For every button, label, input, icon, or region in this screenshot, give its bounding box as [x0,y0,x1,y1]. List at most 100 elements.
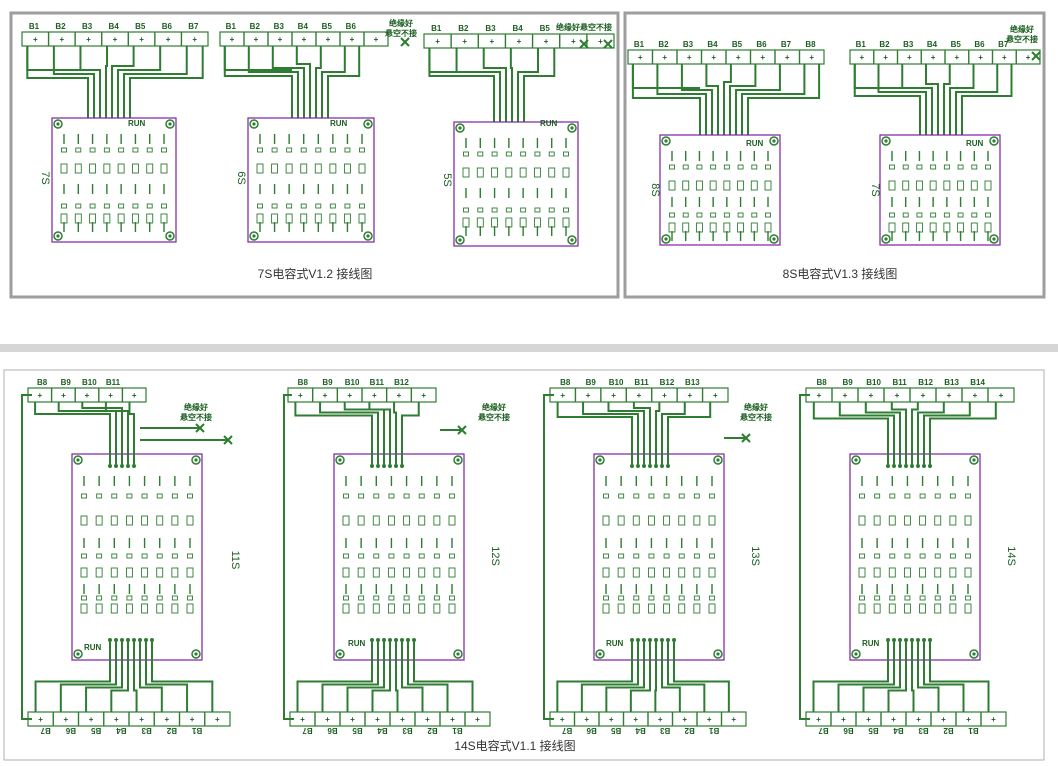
component-body [632,603,640,614]
terminal-label-B3: B3 [485,24,496,33]
component-pad [171,493,178,499]
header-pin-bottom [400,638,404,642]
terminal-label-B4: B4 [298,22,309,31]
mount-hole [851,649,861,659]
component-pad [889,553,896,559]
balance-wire [680,64,713,147]
component-body [934,515,942,526]
component-body [95,603,103,614]
terminal-label-B8: B8 [298,378,309,387]
balance-wire [123,46,188,135]
terminal-mark: + [325,715,330,724]
header-pin-top [376,464,380,468]
terminal-label-B10: B10 [866,378,881,387]
terminal-label-B12: B12 [660,378,675,387]
component-pad [449,595,455,601]
mount-hole-center [456,652,460,656]
balance-wire-top [923,402,971,466]
mount-hole [165,231,175,241]
component-body [80,603,88,614]
terminal-mark: + [215,715,220,724]
terminal-mark: + [658,715,663,724]
component-pad [89,203,96,209]
component-body [95,567,103,578]
mount-hole-center [366,234,370,238]
component-pad [669,212,675,218]
component-body [125,603,133,614]
component-body [919,603,927,614]
header-pin-bottom [388,638,392,642]
balance-wire-top [556,402,633,466]
component-pad [618,553,625,559]
terminal-mark: + [33,35,38,44]
balance-wire [105,46,109,135]
balance-wire [949,64,975,147]
component-body [903,567,911,578]
header-pin-top [898,464,902,468]
terminal-label-B3: B3 [903,40,914,49]
component-body [476,167,484,178]
component-pad [271,203,278,209]
component-pad [89,147,96,153]
component-body [186,515,194,526]
terminal-label-B7: B7 [781,40,792,49]
component-pad [682,212,689,218]
component-pad [603,595,609,601]
mount-hole [191,455,201,465]
balance-wire-top [838,402,895,466]
header-pin-top [370,464,374,468]
mount-hole-center [168,234,172,238]
terminal-mark: + [326,35,331,44]
ground-wire [428,48,494,73]
balance-wire-top [343,402,385,466]
component-body [632,515,640,526]
terminal-label-B5: B5 [322,22,333,31]
component-body [171,515,179,526]
terminal-mark: + [435,37,440,46]
component-body [358,163,366,174]
terminal-label-B12: B12 [918,378,933,387]
component-pad [949,493,956,499]
component-pad [343,493,349,499]
terminal-label-B1: B1 [856,40,867,49]
component-pad [930,164,937,170]
component-pad [388,595,395,601]
component-body [372,515,380,526]
component-pad [505,151,512,157]
component-pad [678,595,685,601]
component-pad [111,493,118,499]
component-body [418,603,426,614]
component-pad [633,493,640,499]
component-body [764,180,772,191]
terminal-mark: + [637,391,642,400]
pcb-board [71,453,203,661]
balance-wire-top [917,402,945,466]
component-body [964,515,972,526]
note-float: 悬空不接 [384,28,417,38]
component-pad [696,164,703,170]
component-body [60,163,68,174]
component-body [141,603,149,614]
mount-hole-center [458,238,462,242]
component-body [663,567,671,578]
component-pad [648,595,655,601]
terminal-mark: + [61,391,66,400]
component-pad [61,203,67,209]
balance-wire-bottom [407,640,449,712]
component-pad [75,147,82,153]
terminal-mark: + [114,715,119,724]
terminal-mark: + [166,35,171,44]
component-pad [618,493,625,499]
header-pin-bottom [886,638,890,642]
terminal-label-bottom-B1: B1 [968,726,979,735]
component-body [919,567,927,578]
ground-wire [26,46,88,71]
balance-wire-top [368,402,391,466]
component-body [186,603,194,614]
run-label: RUN [862,639,880,648]
balance-wire [656,64,707,147]
balance-wire-top [81,402,123,466]
component-pad [723,212,730,218]
